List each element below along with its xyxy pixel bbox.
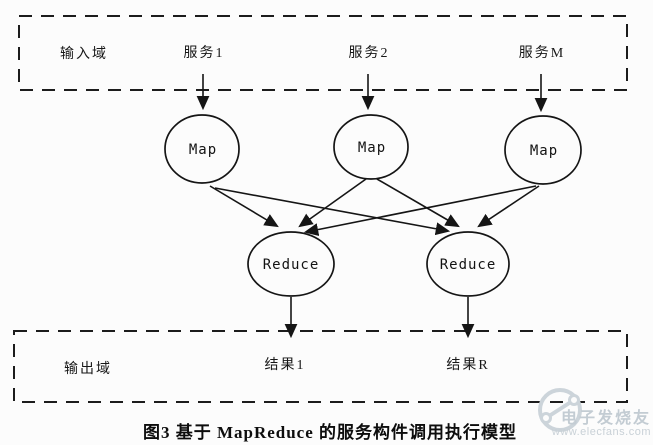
input-domain-label: 输入域 [60,47,108,62]
service-2-label: 服务2 [348,46,390,61]
service-M-label: 服务M [518,46,566,61]
result-R-label: 结果R [446,358,490,373]
arrow-map2-to-reduce1 [298,178,367,228]
result-1-label: 结果1 [264,358,306,373]
output-domain-label: 输出域 [64,362,112,377]
map-node-2 [333,114,409,180]
reduce-node-1 [247,231,335,297]
arrow-map3-to-reduce1 [303,185,537,236]
arrow-map2-to-reduce2 [376,178,460,228]
map-node-2-label: Map [357,140,387,156]
map-node-3-label: Map [529,143,559,159]
arrow-map3-to-reduce2 [477,185,540,228]
reduce-node-2-label: Reduce [439,257,497,273]
map-node-3 [504,115,582,185]
reduce-node-2 [426,231,510,297]
service-1-label: 服务1 [183,46,225,61]
elecfans-logo-icon [538,388,582,432]
reduce-node-1-label: Reduce [262,257,320,273]
input-domain-box [18,15,628,91]
map-node-1 [164,114,240,184]
map-node-1-label: Map [188,142,218,158]
arrow-map1-to-reduce2 [214,187,451,236]
output-domain-box [13,330,628,403]
figure-caption: 图3 基于 MapReduce 的服务构件调用执行模型 [142,423,518,442]
arrow-map1-to-reduce1 [209,185,279,228]
